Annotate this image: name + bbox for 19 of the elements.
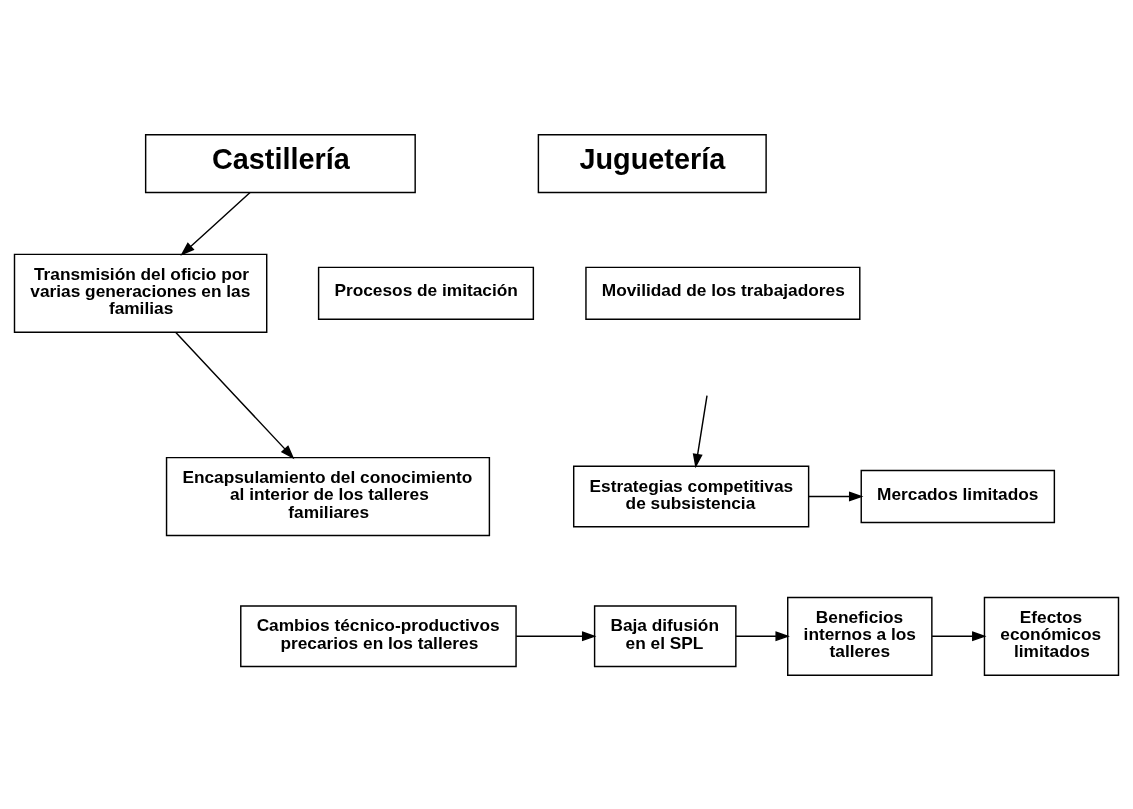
node-box: Juguetería: [537, 133, 767, 193]
node-box: Encapsulamiento del conocimiento al interior de los talleres familiares: [165, 456, 491, 536]
arrow: [735, 630, 790, 641]
arrow: [515, 630, 597, 641]
node-box: Procesos de imitación: [317, 266, 535, 320]
arrow: [808, 490, 864, 502]
arrow: [180, 191, 251, 256]
arrow: [692, 394, 708, 468]
arrow: [931, 630, 987, 641]
node-box: Beneficios internos a los talleres: [787, 596, 933, 676]
node-box: Estrategias competitivas de subsistencia: [573, 465, 810, 527]
node-box: Mercados limitados: [860, 469, 1056, 523]
node-box: Baja difusión en el SPL: [593, 604, 737, 667]
arrow: [175, 331, 295, 459]
node-box: Castillería: [144, 133, 416, 193]
node-box: Movilidad de los trabajadores: [585, 266, 861, 320]
node-box: Transmisión del oficio por varias generaciones en las familias: [13, 253, 268, 333]
node-box: Cambios técnico-productivos precarios en los talleres: [240, 604, 517, 667]
node-box: Efectos económicos limitados: [983, 596, 1120, 676]
